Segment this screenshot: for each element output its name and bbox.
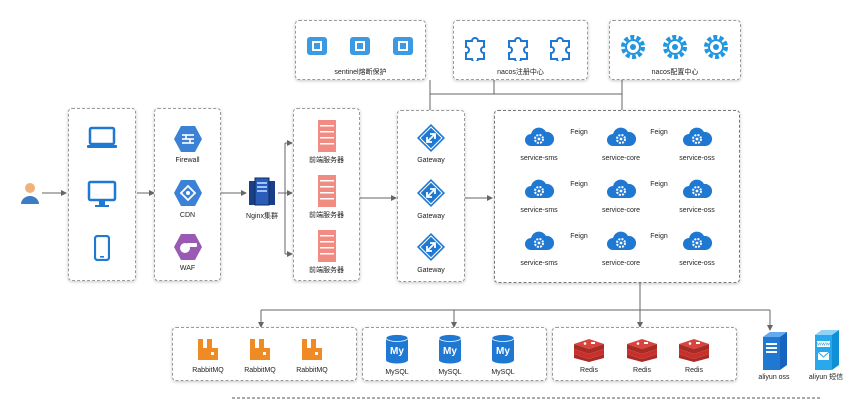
feign-label: Feign <box>650 129 668 136</box>
service-core-label: service-core <box>601 207 641 214</box>
cloud-gear-icon <box>606 229 637 258</box>
mysql-label: MySQL <box>385 369 409 376</box>
mysql-icon: My <box>385 334 409 369</box>
gateway-label: Gateway <box>417 157 445 164</box>
svg-text:My: My <box>496 346 510 357</box>
service-sms-label: service-sms <box>520 260 558 267</box>
service-oss-label: service-oss <box>679 155 715 162</box>
gear-icon <box>660 32 690 67</box>
cloud-gear-icon <box>682 229 713 258</box>
gateway-label: Gateway <box>417 267 445 274</box>
puzzle-icon <box>505 31 535 66</box>
service-oss-label: service-oss <box>679 260 715 267</box>
chip-icon <box>306 36 328 61</box>
phone-icon <box>93 234 111 266</box>
gateway-icon <box>416 123 446 158</box>
redis-icon <box>573 337 605 368</box>
server-icon <box>317 229 337 268</box>
chip-icon <box>349 36 371 61</box>
monitor-icon <box>87 180 117 213</box>
svg-text:My: My <box>443 346 457 357</box>
cdn-label: CDN <box>179 212 196 219</box>
rabbitmq-label: RabbitMQ <box>296 367 328 374</box>
sms-server-icon: WWW <box>812 329 840 376</box>
nginx-label: Nginx集群 <box>246 213 278 220</box>
gateway-icon <box>416 178 446 213</box>
rabbitmq-label: RabbitMQ <box>192 367 224 374</box>
rabbitmq-icon <box>249 337 271 366</box>
server-icon <box>317 174 337 213</box>
cloud-gear-icon <box>524 125 555 154</box>
svg-text:WWW: WWW <box>817 342 830 347</box>
rabbitmq-icon <box>197 337 219 366</box>
aliyun-sms-label: aliyun 短信 <box>808 374 844 381</box>
feign-label: Feign <box>570 129 588 136</box>
redis-label: Redis <box>633 367 651 374</box>
sentinel-label: sentinel熔断保护 <box>334 69 387 76</box>
feign-label: Feign <box>570 233 588 240</box>
nacos-registry-label: nacos注册中心 <box>497 69 544 76</box>
service-sms-label: service-sms <box>520 155 558 162</box>
waf-label: WAF <box>179 265 196 272</box>
svg-text:My: My <box>390 346 404 357</box>
service-oss-label: service-oss <box>679 207 715 214</box>
server-icon <box>317 119 337 158</box>
redis-icon <box>678 337 710 368</box>
service-sms-label: service-sms <box>520 207 558 214</box>
mysql-label: MySQL <box>491 369 515 376</box>
redis-label: Redis <box>580 367 598 374</box>
gear-icon <box>701 32 731 67</box>
feign-label: Feign <box>650 233 668 240</box>
firewall-label: Firewall <box>175 157 200 164</box>
mysql-icon: My <box>491 334 515 369</box>
waf-icon <box>173 233 203 266</box>
frontend-server-label: 前端服务器 <box>309 267 344 274</box>
redis-label: Redis <box>685 367 703 374</box>
firewall-icon <box>173 125 203 158</box>
devices-box <box>68 108 136 281</box>
puzzle-icon <box>547 31 577 66</box>
nacos-config-label: nacos配置中心 <box>651 69 699 76</box>
feign-label: Feign <box>650 181 668 188</box>
cloud-gear-icon <box>524 177 555 206</box>
gateway-label: Gateway <box>417 213 445 220</box>
service-core-label: service-core <box>601 260 641 267</box>
cloud-gear-icon <box>682 177 713 206</box>
cloud-gear-icon <box>606 125 637 154</box>
mysql-icon: My <box>438 334 462 369</box>
aliyun-oss-label: aliyun oss <box>758 374 790 381</box>
rabbitmq-label: RabbitMQ <box>244 367 276 374</box>
frontend-server-label: 前端服务器 <box>309 157 344 164</box>
puzzle-icon <box>462 31 492 66</box>
mysql-label: MySQL <box>438 369 462 376</box>
chip-icon <box>392 36 414 61</box>
gateway-icon <box>416 232 446 267</box>
service-core-label: service-core <box>601 155 641 162</box>
frontend-server-label: 前端服务器 <box>309 212 344 219</box>
oss-server-icon <box>760 331 788 376</box>
rabbitmq-icon <box>301 337 323 366</box>
server-cluster-icon <box>248 177 276 212</box>
cloud-gear-icon <box>524 229 555 258</box>
cloud-gear-icon <box>606 177 637 206</box>
gear-icon <box>618 32 648 67</box>
redis-icon <box>626 337 658 368</box>
user-icon <box>20 181 40 210</box>
cdn-icon <box>173 179 203 212</box>
laptop-icon <box>87 126 117 155</box>
cloud-gear-icon <box>682 125 713 154</box>
feign-label: Feign <box>570 181 588 188</box>
